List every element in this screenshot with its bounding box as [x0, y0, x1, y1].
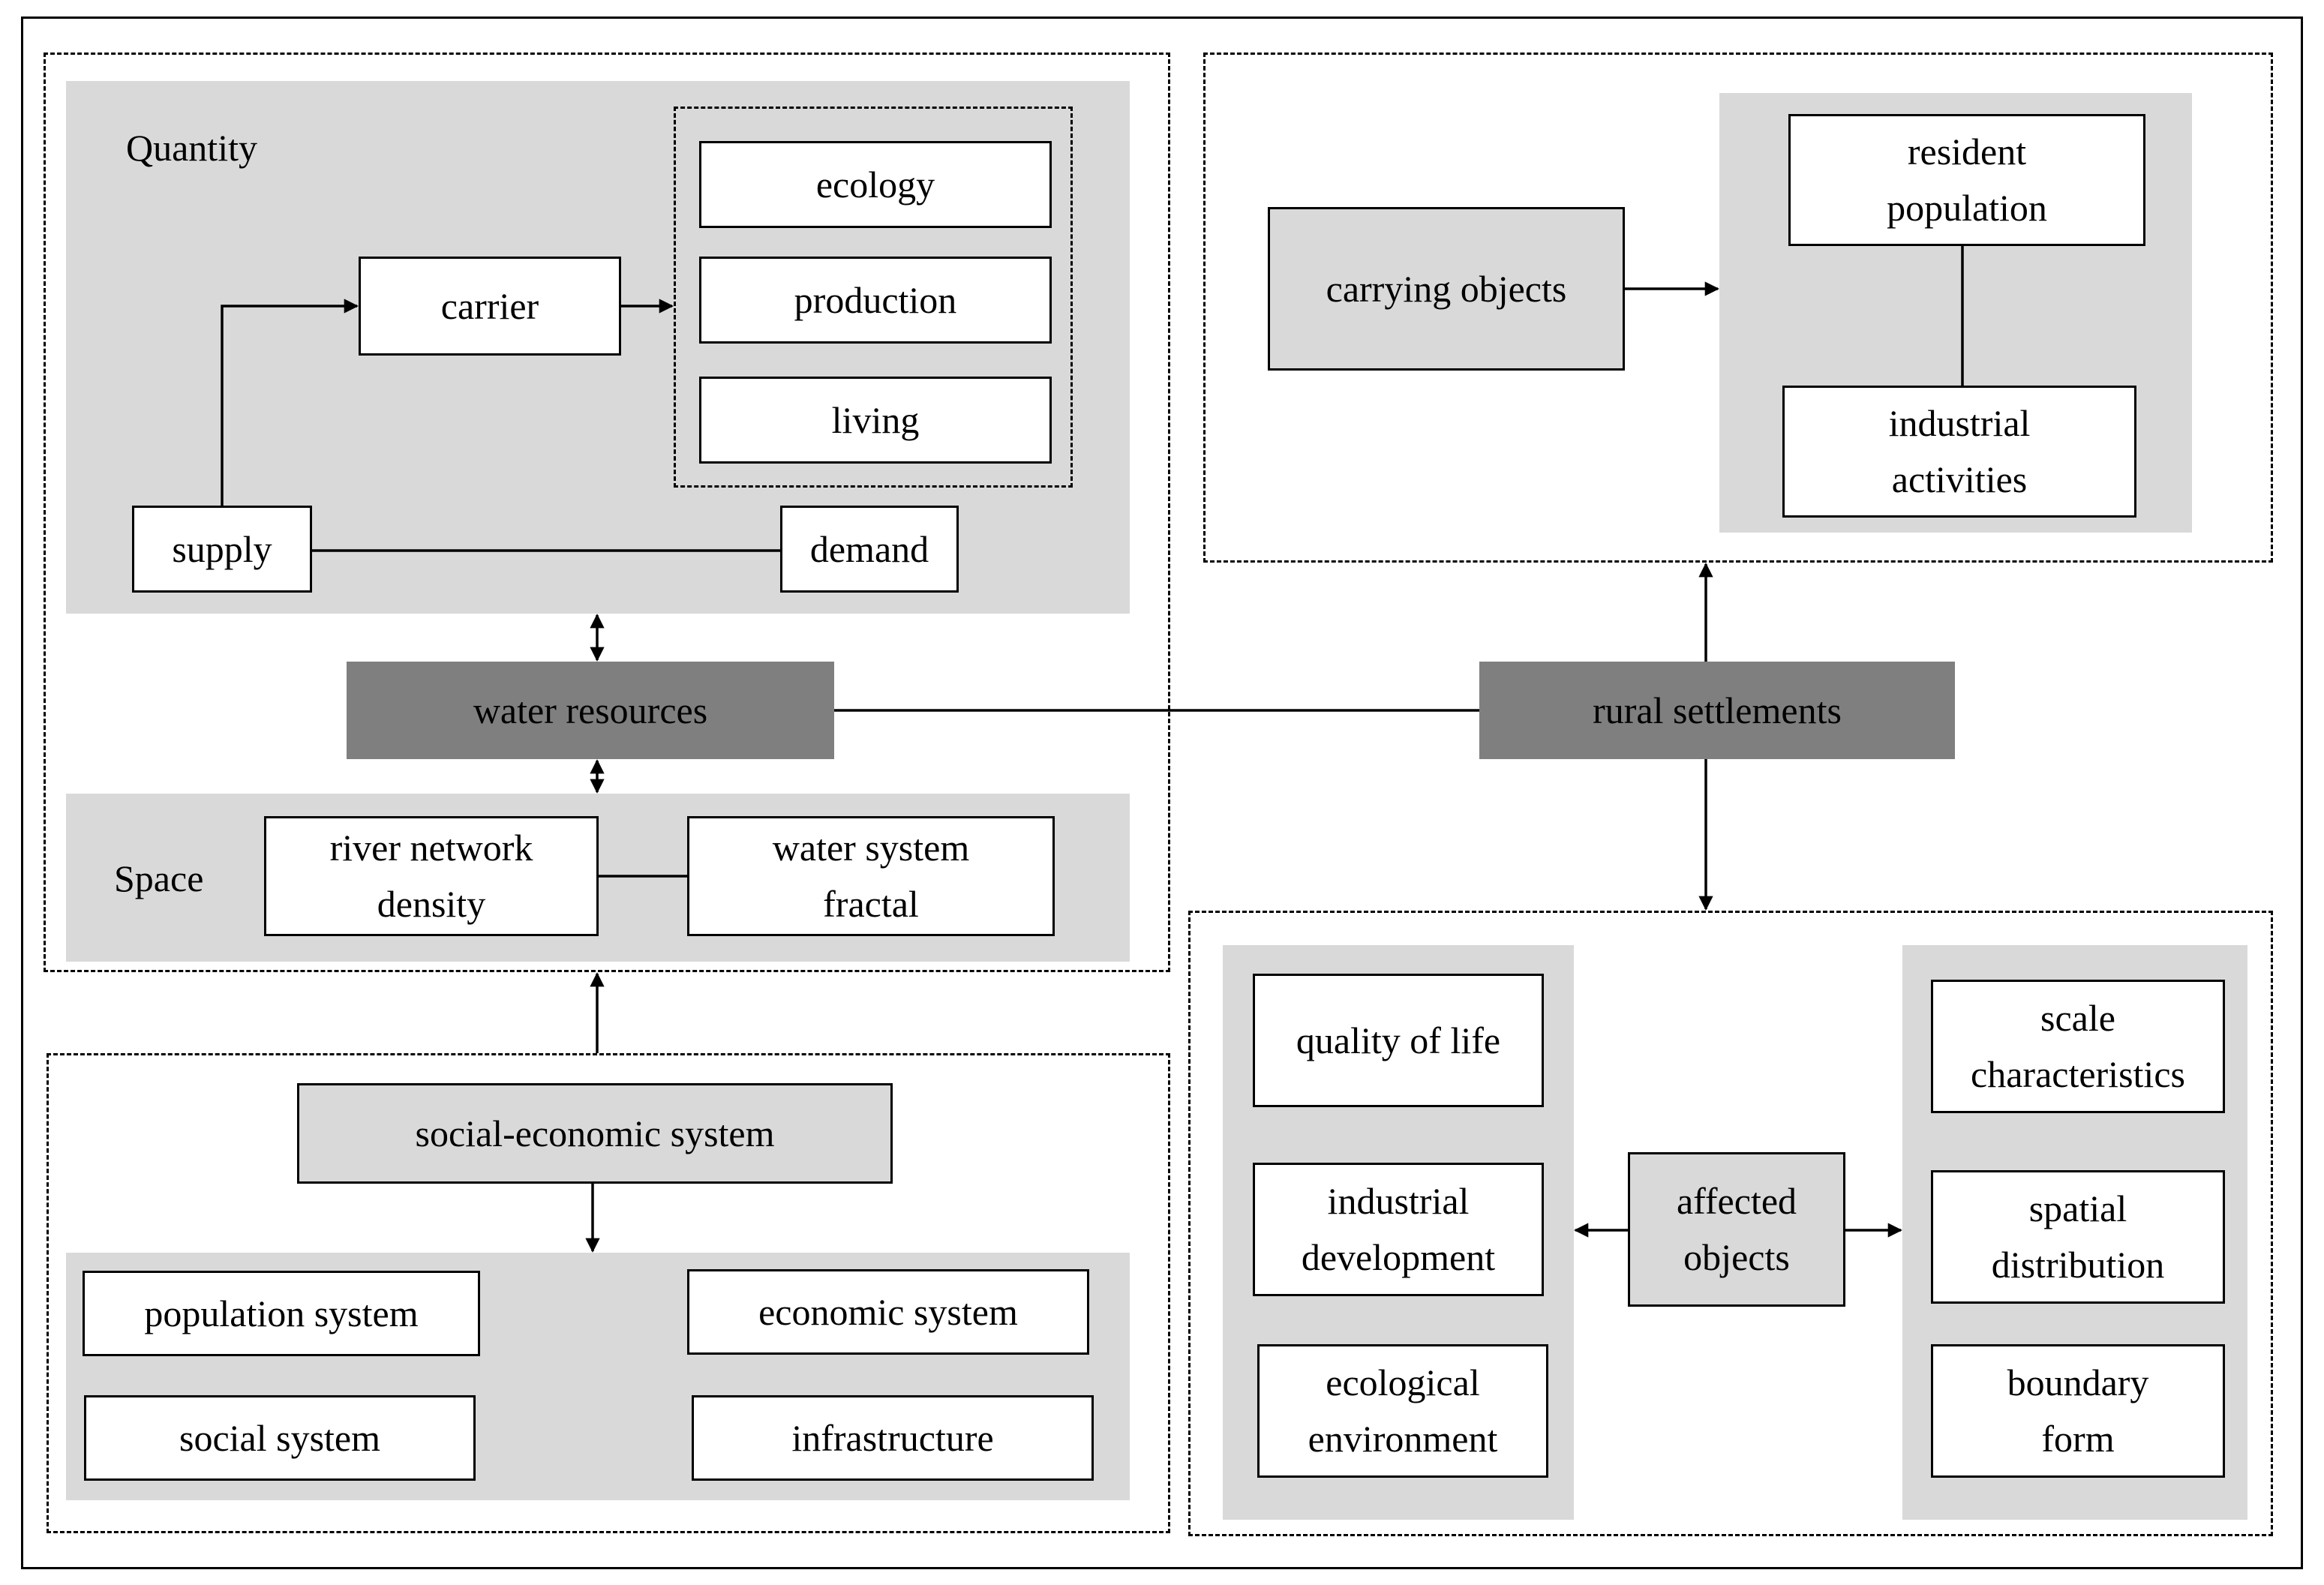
rural-settlements-box: rural settlements [1479, 662, 1955, 759]
ecological-environment-box: ecological environment [1257, 1344, 1548, 1478]
spatial-distribution-box: spatial distribution [1931, 1170, 2225, 1304]
affected-objects-box: affected objects [1628, 1152, 1845, 1307]
social-economic-system-box: social-economic system [297, 1083, 893, 1184]
industrial-activities-box: industrial activities [1782, 386, 2136, 518]
production-box: production [699, 257, 1052, 344]
affected-objects-group [1188, 911, 2273, 1536]
social-economic-group [47, 1053, 1170, 1533]
quantity-label: Quantity [126, 127, 257, 169]
quality-of-life-box: quality of life [1253, 974, 1544, 1107]
scale-characteristics-box: scale characteristics [1931, 980, 2225, 1113]
boundary-form-box: boundary form [1931, 1344, 2225, 1478]
social-system-box: social system [84, 1395, 476, 1481]
infrastructure-box: infrastructure [692, 1395, 1094, 1481]
demand-box: demand [780, 506, 959, 593]
river-network-density-box: river network density [264, 816, 599, 936]
carrier-box: carrier [359, 257, 621, 356]
outer-frame [21, 17, 2303, 1569]
resident-population-box: resident population [1788, 114, 2145, 246]
population-system-box: population system [83, 1271, 480, 1356]
industrial-development-box: industrial development [1253, 1163, 1544, 1296]
economic-system-box: economic system [687, 1269, 1089, 1355]
water-resources-group [44, 53, 1170, 972]
supply-to-carrier-arrow [221, 299, 359, 506]
carrier-targets-group [674, 107, 1073, 488]
carrying-objects-box: carrying objects [1268, 207, 1625, 371]
living-box: living [699, 377, 1052, 464]
supply-box: supply [132, 506, 312, 593]
water-resources-box: water resources [347, 662, 834, 759]
water-system-fractal-box: water system fractal [687, 816, 1055, 936]
ecology-box: ecology [699, 141, 1052, 228]
carrying-objects-group [1203, 53, 2273, 563]
space-label: Space [114, 857, 204, 899]
